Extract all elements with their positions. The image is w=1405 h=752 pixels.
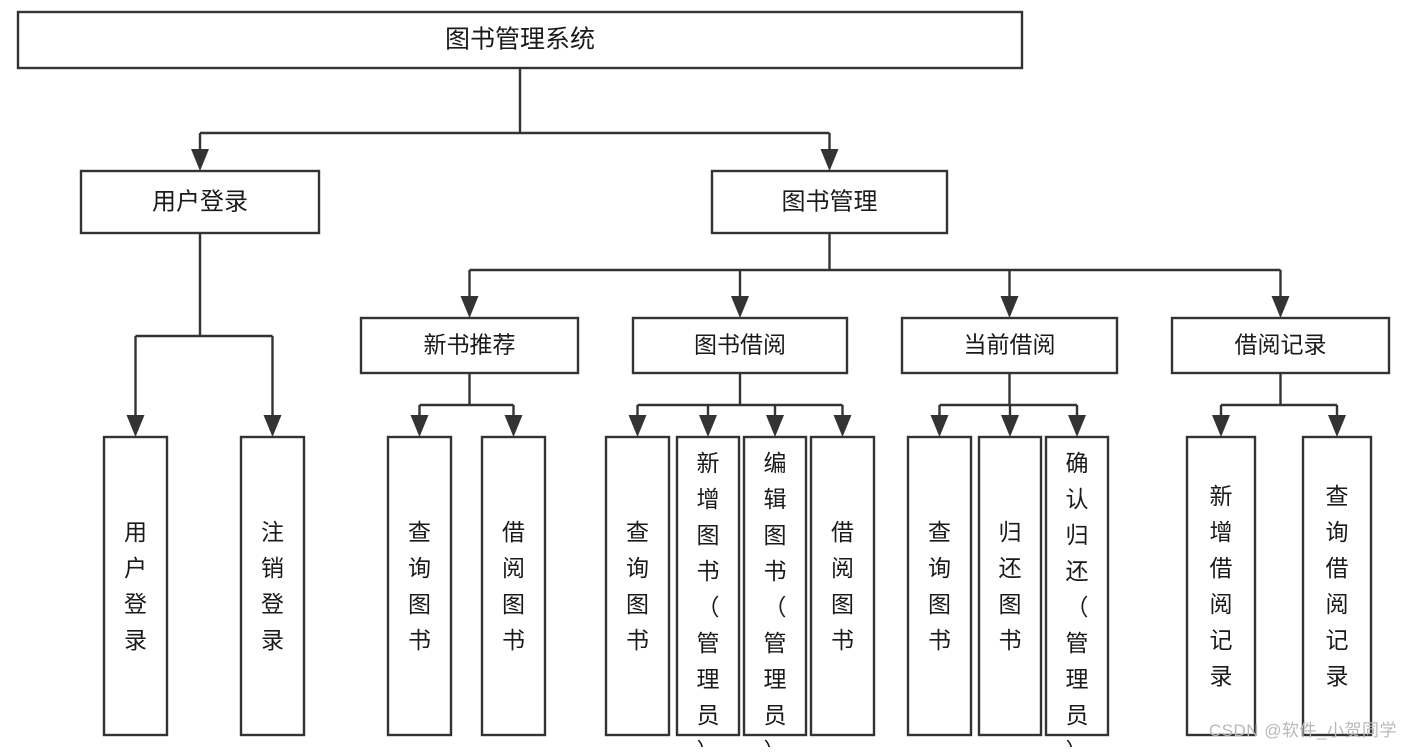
- node-leaf-user-login[interactable]: 用户登录: [102, 435, 169, 737]
- node-leaf-query-book-3[interactable]: 查询图书: [906, 435, 973, 737]
- node-new-book-recommend[interactable]: 新书推荐: [359, 316, 580, 375]
- node-leaf-borrow-book-2-label: 借阅图书: [831, 519, 854, 653]
- node-leaf-add-record-label: 新增借阅记录: [1210, 483, 1233, 689]
- node-book-management[interactable]: 图书管理: [710, 169, 949, 235]
- arrow-head-icon-borrow-record-0: [1212, 415, 1230, 437]
- arrow-head-icon-borrow-record-1: [1328, 415, 1346, 437]
- arrow-head-icon-level2-0: [191, 149, 209, 171]
- arrow-head-icon-level2-1: [820, 149, 839, 171]
- node-current-borrow-label: 当前借阅: [964, 332, 1056, 358]
- node-leaf-query-book-1-label: 查询图书: [408, 519, 431, 653]
- node-leaf-edit-book[interactable]: 编辑图书（管理员）: [742, 435, 808, 752]
- node-leaf-logout-login-label: 注销登录: [261, 519, 284, 653]
- arrow-head-icon-current-borrow-2: [1068, 415, 1086, 437]
- node-book-borrow[interactable]: 图书借阅: [631, 316, 849, 375]
- arrow-head-icon-book-borrow-3: [833, 415, 852, 437]
- node-book-borrow-label: 图书借阅: [694, 332, 786, 358]
- node-leaf-user-login-label: 用户登录: [124, 519, 147, 653]
- arrow-head-icon-book-borrow-1: [699, 415, 717, 437]
- arrow-head-icon-current-borrow-1: [1001, 415, 1019, 437]
- node-current-borrow[interactable]: 当前借阅: [900, 316, 1119, 375]
- arrow-head-icon-level3-2: [1000, 296, 1019, 318]
- node-leaf-borrow-book-1-label: 借阅图书: [502, 519, 525, 653]
- node-leaf-query-record[interactable]: 查询借阅记录: [1301, 435, 1373, 737]
- node-root[interactable]: 图书管理系统: [16, 10, 1024, 70]
- node-borrow-record-label: 借阅记录: [1235, 332, 1327, 358]
- node-leaf-query-book-2-label: 查询图书: [626, 519, 649, 653]
- node-leaf-add-book-label: 新增图书（管理员）: [697, 450, 720, 747]
- node-leaf-add-record[interactable]: 新增借阅记录: [1185, 435, 1257, 737]
- node-leaf-confirm-return-label: 确认归还（管理员）: [1066, 450, 1089, 747]
- arrow-head-icon-user-login-1: [263, 415, 282, 437]
- node-new-book-recommend-label: 新书推荐: [424, 332, 516, 358]
- node-leaf-confirm-return[interactable]: 确认归还（管理员）: [1044, 435, 1110, 752]
- node-leaf-logout-login[interactable]: 注销登录: [239, 435, 306, 737]
- arrow-head-icon-user-login-0: [126, 415, 145, 437]
- arrow-head-icon-level3-0: [460, 296, 479, 318]
- arrow-head-icon-book-borrow-0: [628, 415, 647, 437]
- arrow-head-icon-book-borrow-2: [766, 415, 784, 437]
- arrow-head-icon-level3-3: [1271, 296, 1290, 318]
- arrow-head-icon-current-borrow-0: [930, 415, 949, 437]
- node-borrow-record[interactable]: 借阅记录: [1170, 316, 1391, 375]
- node-leaf-return-book[interactable]: 归还图书: [977, 435, 1043, 737]
- watermark-text: CSDN @软件_小贺同学: [1208, 721, 1397, 740]
- node-leaf-query-book-2[interactable]: 查询图书: [604, 435, 671, 737]
- node-leaf-query-book-3-label: 查询图书: [928, 519, 951, 653]
- node-book-management-label: 图书管理: [782, 188, 878, 215]
- node-leaf-borrow-book-1[interactable]: 借阅图书: [480, 435, 547, 737]
- arrow-head-icon-new-book-recommend-1: [504, 415, 523, 437]
- arrow-head-icon-new-book-recommend-0: [410, 415, 429, 437]
- node-root-label: 图书管理系统: [445, 26, 595, 54]
- node-leaf-edit-book-label: 编辑图书（管理员）: [764, 450, 787, 747]
- arrow-head-icon-level3-1: [731, 296, 749, 318]
- node-user-login-label: 用户登录: [152, 188, 248, 215]
- node-leaf-return-book-label: 归还图书: [999, 519, 1022, 653]
- node-leaf-query-book-1[interactable]: 查询图书: [386, 435, 453, 737]
- node-leaf-add-book[interactable]: 新增图书（管理员）: [675, 435, 741, 752]
- node-leaf-borrow-book-2[interactable]: 借阅图书: [809, 435, 876, 737]
- node-user-login[interactable]: 用户登录: [79, 169, 321, 235]
- node-leaf-query-record-label: 查询借阅记录: [1326, 483, 1349, 689]
